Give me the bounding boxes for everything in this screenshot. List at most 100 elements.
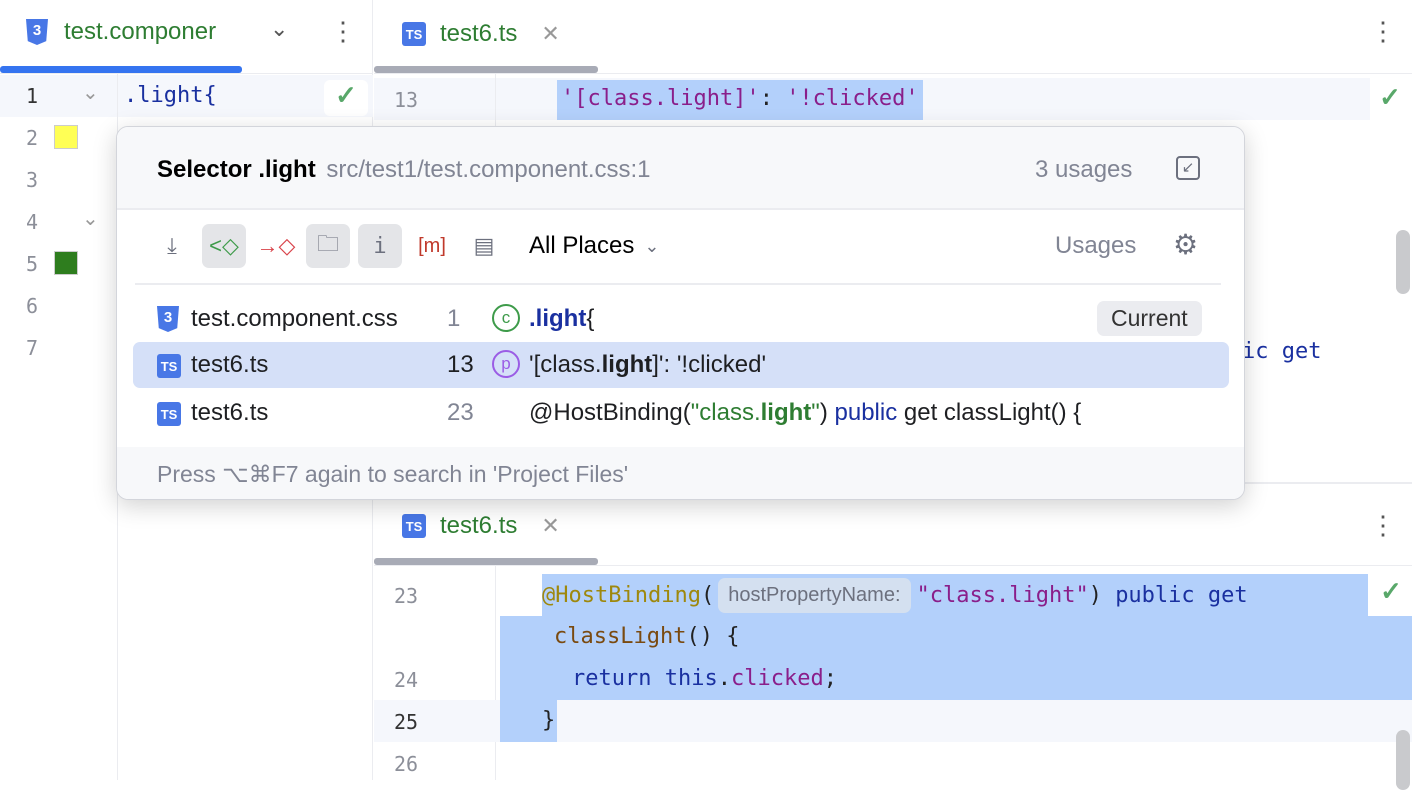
scope-label: All Places	[529, 232, 635, 259]
code-line[interactable]: '[class.light]': '!clicked'	[557, 80, 923, 120]
result-file: test.component.css	[191, 305, 398, 332]
more-options-icon[interactable]: ⋮	[1370, 16, 1396, 46]
line-number: 26	[394, 752, 419, 776]
popup-path: src/test1/test.component.css:1	[326, 156, 651, 183]
info-icon[interactable]: i	[358, 224, 402, 268]
keyword: get	[1207, 582, 1248, 608]
settings-gear-icon[interactable]: ⚙	[1173, 229, 1199, 260]
inspection-ok-icon[interactable]: ✓	[324, 80, 368, 116]
code-line[interactable]: return this.clicked;	[572, 666, 837, 691]
result-row-selected[interactable]: TS test6.ts 13 p '[class.light]': '!clic…	[133, 342, 1229, 388]
current-badge: Current	[1097, 301, 1202, 336]
result-line: 1	[447, 305, 461, 332]
merge-icon[interactable]: ⤓	[167, 233, 177, 258]
usage-count: 3 usages	[1035, 156, 1133, 183]
code-text: @HostBinding(	[529, 399, 691, 426]
code-text: ]': '!clicked'	[652, 351, 767, 378]
code-text: :	[759, 86, 787, 111]
close-tab-icon[interactable]: ✕	[541, 21, 560, 46]
match-highlight: light	[760, 399, 812, 426]
text-selection	[542, 574, 1368, 616]
more-options-icon[interactable]: ⋮	[330, 16, 356, 46]
result-code: .light{	[529, 305, 594, 333]
right-top-editor-pane: TS test6.ts ✕ ⋮ 13 '[class.light]': '!cl…	[374, 0, 1412, 482]
code-text: .	[717, 666, 731, 691]
line-number: 23	[394, 584, 419, 608]
color-swatch-green[interactable]	[54, 251, 78, 275]
scrollbar-thumb[interactable]	[1396, 730, 1410, 790]
scrollbar-thumb[interactable]	[1396, 230, 1410, 294]
right-top-tab[interactable]: TS test6.ts ✕	[402, 20, 560, 48]
line-number: 13	[394, 88, 419, 112]
string-part: "class.light"	[690, 399, 820, 426]
code-text: ;	[823, 666, 837, 691]
code-fragment: ic get	[1242, 339, 1322, 364]
fold-icon[interactable]: ⌄	[82, 208, 99, 230]
code-text: )	[1088, 582, 1102, 608]
group-by-directory-icon[interactable]: 🗀	[306, 224, 350, 268]
match-highlight: .light	[529, 305, 587, 332]
result-line: 13	[447, 351, 474, 378]
close-tab-icon[interactable]: ✕	[541, 513, 560, 538]
code-line[interactable]: classLight() {	[554, 624, 739, 649]
css-file-icon: 3	[157, 306, 179, 332]
tab-label: test.componer	[64, 18, 217, 45]
result-code: '[class.light]': '!clicked'	[529, 351, 766, 379]
popup-toolbar: ⤓ <◇ →◇ 🗀 i [m] ▤ All Places ⌄ Usages ⚙	[117, 210, 1244, 285]
keyword: return	[572, 666, 652, 691]
keyword: this	[664, 666, 718, 691]
right-bottom-editor-pane: TS test6.ts ✕ ⋮ 23 24 25 26 @HostBinding…	[374, 484, 1412, 790]
match-highlight: light	[601, 351, 653, 378]
keyword: public	[1115, 582, 1195, 608]
inspection-ok-icon[interactable]: ✓	[1379, 82, 1401, 112]
line-number: 4	[26, 210, 39, 234]
result-row[interactable]: 3 test.component.css 1 c .light{ Current	[133, 296, 1229, 342]
inspection-ok-icon[interactable]: ✓	[1370, 576, 1412, 612]
tab-label: test6.ts	[440, 512, 518, 539]
field-name: clicked	[730, 666, 824, 691]
footer-hint: Press ⌥⌘F7 again to search in 'Project F…	[157, 461, 629, 487]
scope-dropdown[interactable]: All Places ⌄	[529, 232, 659, 260]
line-number: 1	[26, 84, 39, 108]
keyword: public	[834, 399, 898, 426]
usages-label: Usages	[1055, 232, 1137, 259]
line-number: 6	[26, 294, 39, 318]
method-name: classLight	[554, 624, 687, 649]
chevron-down-icon[interactable]: ⌄	[270, 16, 289, 41]
css-file-icon: 3	[26, 19, 48, 45]
code-line[interactable]: }	[542, 708, 556, 733]
line-number: 3	[26, 168, 39, 192]
code-line[interactable]: .light{	[124, 83, 217, 108]
decorator: @HostBinding	[542, 582, 701, 608]
line-number: 2	[26, 126, 39, 150]
tab-scroll-indicator[interactable]	[0, 66, 242, 73]
preview-icon[interactable]: ▤	[473, 233, 495, 258]
class-icon: c	[492, 304, 520, 332]
code-line[interactable]: @HostBinding( hostPropertyName: "class.l…	[542, 576, 1248, 614]
module-icon[interactable]: [m]	[418, 234, 446, 257]
right-bottom-tab[interactable]: TS test6.ts ✕	[402, 512, 560, 540]
popup-footer: Press ⌥⌘F7 again to search in 'Project F…	[117, 447, 1244, 499]
left-tab[interactable]: 3 test.componer	[26, 18, 242, 46]
open-in-find-window-icon[interactable]: ↙	[1176, 156, 1200, 180]
fold-icon[interactable]: ⌄	[82, 82, 99, 104]
code-text: {	[586, 305, 595, 332]
tab-scroll-indicator[interactable]	[374, 558, 598, 565]
string-literal: '[class.light]'	[561, 86, 760, 111]
show-read-access-icon[interactable]: <◇	[202, 224, 246, 268]
find-usages-popup: Selector .light src/test1/test.component…	[116, 126, 1245, 500]
ts-file-icon: TS	[402, 22, 426, 46]
tab-scroll-indicator[interactable]	[374, 66, 598, 73]
line-number: 5	[26, 252, 39, 276]
code-text: (	[700, 582, 715, 608]
show-write-access-icon[interactable]: →◇	[256, 233, 296, 258]
color-swatch-yellow[interactable]	[54, 125, 78, 149]
chevron-down-icon: ⌄	[644, 235, 660, 256]
property-icon: p	[492, 350, 520, 378]
code-text: )	[819, 399, 835, 426]
string-literal: "class.light"	[916, 582, 1089, 608]
result-row[interactable]: TS test6.ts 23 @HostBinding("class.light…	[133, 390, 1229, 436]
result-file: test6.ts	[191, 351, 269, 378]
more-options-icon[interactable]: ⋮	[1370, 510, 1396, 540]
current-line-highlight	[0, 75, 373, 117]
